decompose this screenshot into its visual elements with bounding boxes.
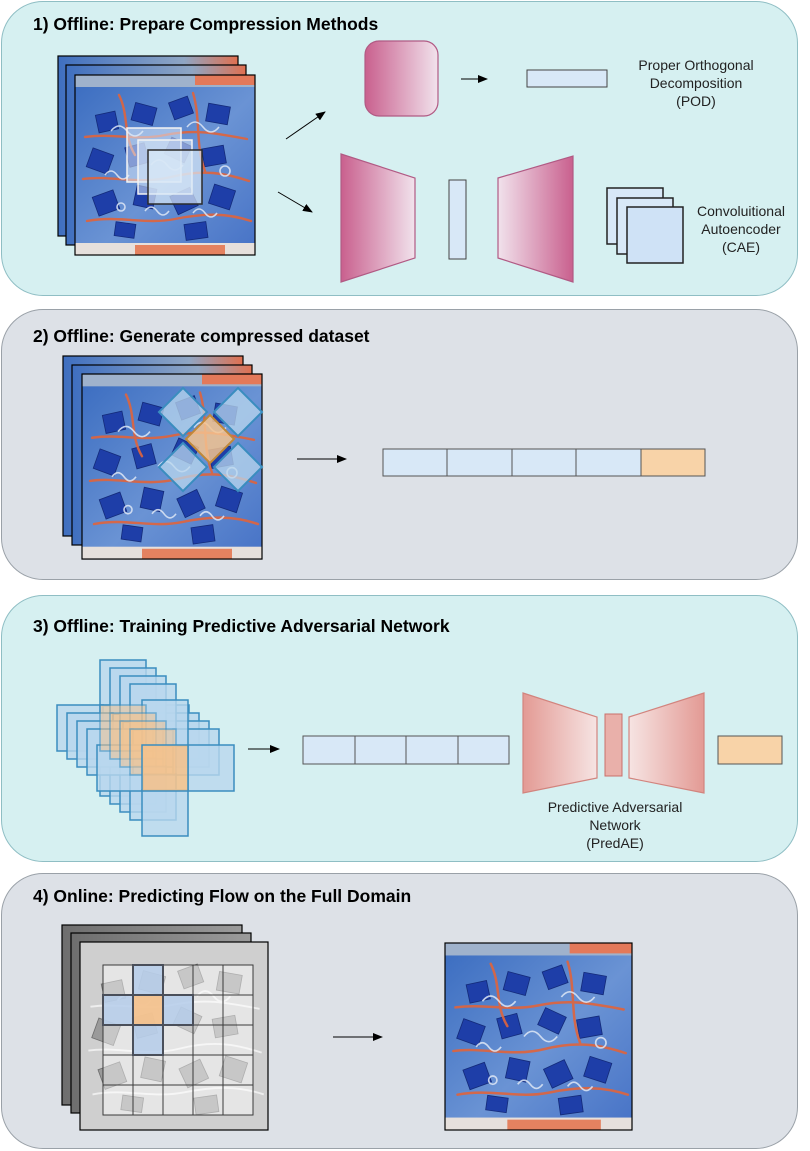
predicted-latent-output <box>717 735 783 765</box>
rotated-patches <box>157 386 264 493</box>
cae-label: Convoluitional Autoencoder (CAE) <box>680 202 802 256</box>
pod-label-line-1: Proper Orthogonal <box>638 57 754 73</box>
predae-decoder <box>628 692 705 794</box>
patch-stack-3 <box>56 659 235 837</box>
cae-latent-space <box>448 179 467 260</box>
pod-basis-block <box>364 40 439 117</box>
snapshot-stack-2 <box>62 355 264 561</box>
predae-latent <box>604 713 623 777</box>
cae-encoder <box>340 153 416 283</box>
cae-label-line-2: Autoencoder <box>701 221 781 237</box>
cae-feature-maps <box>606 187 684 264</box>
predae-label-line-2: Network <box>589 817 641 833</box>
compressed-sequence-3 <box>302 735 510 765</box>
predae-label: Predictive Adversarial Network (PredAE) <box>530 798 700 852</box>
panel-3-title: 3) Offline: Training Predictive Adversar… <box>33 616 450 636</box>
snapshot-stack-1 <box>57 55 257 257</box>
panel-2-title: 2) Offline: Generate compressed dataset <box>33 326 370 346</box>
predae-label-line-3: (PredAE) <box>586 835 644 851</box>
pod-label-line-2: Decomposition <box>649 75 743 91</box>
cae-label-line-1: Convoluitional <box>697 203 785 219</box>
arrow-to-cae <box>277 191 313 213</box>
pod-label: Proper Orthogonal Decomposition (POD) <box>626 56 766 110</box>
compressed-sequence-2 <box>382 448 706 477</box>
pod-label-line-3: (POD) <box>676 93 716 109</box>
cae-decoder <box>497 155 574 283</box>
pod-latent-vector <box>526 69 608 88</box>
predicted-full-domain <box>443 941 634 1132</box>
cae-label-line-3: (CAE) <box>721 239 761 255</box>
gray-snapshot-stack <box>61 924 269 1131</box>
arrow-to-pod <box>285 111 326 140</box>
panel-1-title: 1) Offline: Prepare Compression Methods <box>33 14 379 34</box>
predae-encoder <box>522 692 598 794</box>
predae-label-line-1: Predictive Adversarial <box>547 799 683 815</box>
panel-4-title: 4) Online: Predicting Flow on the Full D… <box>33 886 412 906</box>
